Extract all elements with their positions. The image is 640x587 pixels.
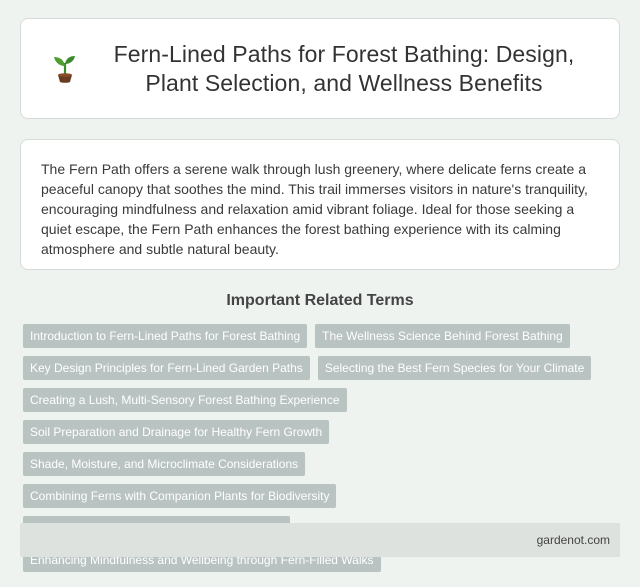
- related-term-tag[interactable]: Soil Preparation and Drainage for Health…: [23, 420, 330, 444]
- related-term-tag[interactable]: Introduction to Fern-Lined Paths for For…: [23, 324, 308, 348]
- related-term-tag[interactable]: Shade, Moisture, and Microclimate Consid…: [23, 452, 306, 476]
- related-term-tag[interactable]: Key Design Principles for Fern-Lined Gar…: [23, 356, 310, 380]
- related-term-tag[interactable]: Combining Ferns with Companion Plants fo…: [23, 484, 337, 508]
- sprout-icon: [54, 55, 75, 83]
- related-terms-heading: Important Related Terms: [226, 292, 414, 309]
- related-term-tag[interactable]: The Wellness Science Behind Forest Bathi…: [315, 324, 570, 348]
- title-card: Fern-Lined Paths for Forest Bathing: Des…: [20, 18, 620, 119]
- description-card: The Fern Path offers a serene walk throu…: [20, 139, 620, 270]
- description-text: The Fern Path offers a serene walk throu…: [41, 161, 588, 257]
- page-title: Fern-Lined Paths for Forest Bathing: Des…: [113, 40, 575, 96]
- related-term-tag[interactable]: Creating a Lush, Multi-Sensory Forest Ba…: [23, 388, 347, 412]
- footer-site-link[interactable]: gardenot.com: [536, 533, 610, 547]
- footer: gardenot.com: [20, 523, 620, 557]
- related-term-tag[interactable]: Selecting the Best Fern Species for Your…: [317, 356, 592, 380]
